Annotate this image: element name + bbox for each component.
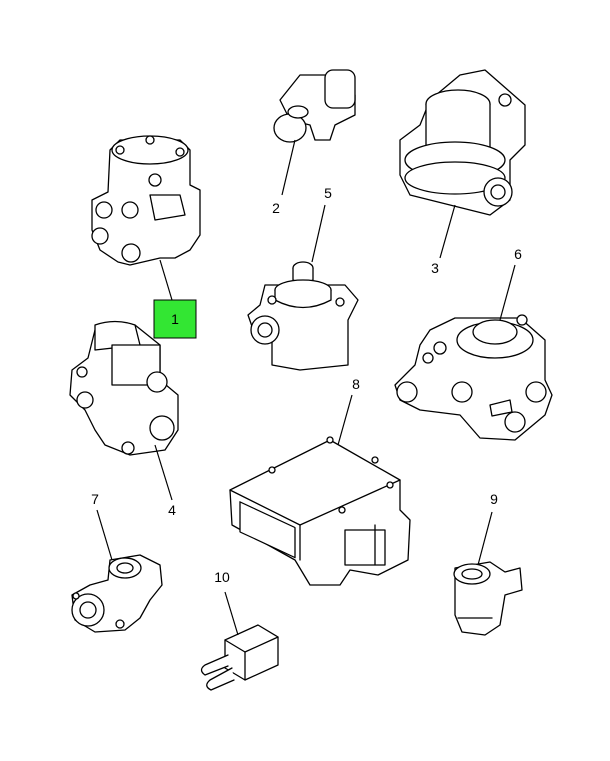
callout-4[interactable]: 4: [168, 502, 176, 518]
callout-5[interactable]: 5: [324, 185, 332, 201]
part-5-valve: [247, 261, 359, 371]
part-7-fitting: [71, 554, 163, 633]
callout-8[interactable]: 8: [352, 376, 360, 392]
part-10-connector: [200, 624, 279, 691]
leader-7: [96, 509, 113, 561]
callout-7[interactable]: 7: [91, 491, 99, 507]
part-4-valve: [69, 320, 179, 456]
callout-9[interactable]: 9: [490, 491, 498, 507]
part-8-module: [229, 436, 411, 586]
leader-2: [281, 139, 296, 196]
callout-1-highlight[interactable]: [153, 299, 197, 339]
part-6-valve: [394, 314, 553, 441]
part-2-valve: [273, 69, 356, 143]
callout-3[interactable]: 3: [431, 260, 439, 276]
leader-4: [154, 444, 173, 501]
leader-5: [311, 204, 326, 263]
part-1-valve: [91, 135, 201, 266]
part-9-fitting: [453, 561, 523, 636]
callout-2[interactable]: 2: [272, 200, 280, 216]
footer: [0, 755, 610, 761]
leader-10: [224, 591, 239, 636]
leader-6: [499, 264, 516, 321]
leader-8: [337, 394, 353, 446]
leader-9: [477, 511, 493, 566]
callout-1[interactable]: 1: [171, 311, 179, 327]
callout-10[interactable]: 10: [214, 569, 230, 585]
part-3-valve: [399, 69, 526, 216]
callout-6[interactable]: 6: [514, 246, 522, 262]
leader-3: [439, 204, 456, 259]
leader-1: [159, 259, 173, 301]
